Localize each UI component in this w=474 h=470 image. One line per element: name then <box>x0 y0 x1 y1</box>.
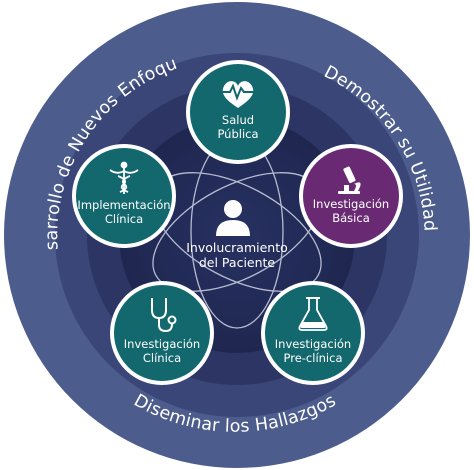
node-clin-line1: Investigación <box>124 337 200 351</box>
node-salud-line1: Salud <box>222 113 254 127</box>
person-icon <box>216 200 250 236</box>
flask-icon <box>298 297 328 331</box>
node-investigacion-clinica: Investigación Clínica <box>110 281 214 385</box>
heart-pulse-icon <box>222 81 254 108</box>
caduceus-icon <box>109 161 139 194</box>
node-investigacion-basica: Investigación Básica <box>299 144 403 248</box>
node-basica-line1: Investigación <box>313 197 389 211</box>
center-label-line1: Involucramiento <box>186 240 288 255</box>
node-pre-line1: Investigación <box>275 337 351 351</box>
node-basica-line2: Básica <box>332 211 370 225</box>
node-investigacion-preclinica: Investigación Pre-clínica <box>261 281 365 385</box>
node-clin-line2: Clínica <box>143 351 181 365</box>
node-salud-publica: Salud Pública <box>186 60 290 164</box>
center-label-line2: del Paciente <box>199 255 276 270</box>
stethoscope-icon <box>151 298 177 333</box>
microscope-icon <box>338 166 361 194</box>
node-impl-line1: Implementación <box>77 198 170 212</box>
node-salud-line2: Pública <box>217 127 258 141</box>
node-impl-line2: Clínica <box>105 212 143 226</box>
node-implementacion-clinica: Implementación Clínica <box>72 144 176 248</box>
node-pre-line2: Pre-clínica <box>284 351 343 365</box>
